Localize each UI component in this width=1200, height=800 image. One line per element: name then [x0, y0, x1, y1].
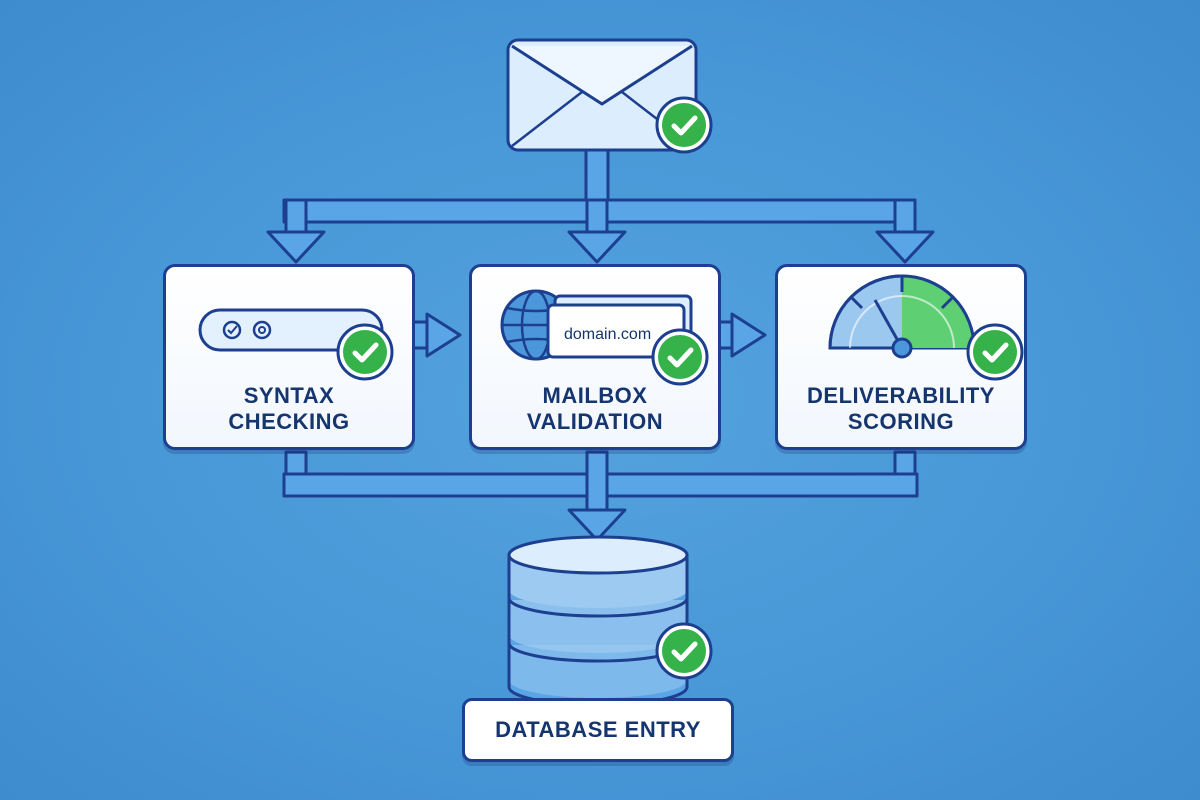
- top-distribution-arrows: [266, 146, 935, 264]
- syntax-checking-card: SYNTAX CHECKING: [163, 264, 415, 450]
- envelope-check-icon: [657, 98, 711, 152]
- mailbox-validation-label: MAILBOX VALIDATION: [526, 383, 664, 434]
- database-check-icon: [657, 624, 711, 678]
- mailbox-validation-card: MAILBOX VALIDATION: [469, 264, 721, 450]
- deliverability-scoring-card: DELIVERABILITY SCORING: [775, 264, 1027, 450]
- bottom-collection-arrows: [282, 450, 919, 542]
- deliverability-scoring-label: DELIVERABILITY SCORING: [807, 383, 995, 434]
- database-entry-label: DATABASE ENTRY: [462, 698, 734, 762]
- syntax-checking-label: SYNTAX CHECKING: [228, 383, 350, 434]
